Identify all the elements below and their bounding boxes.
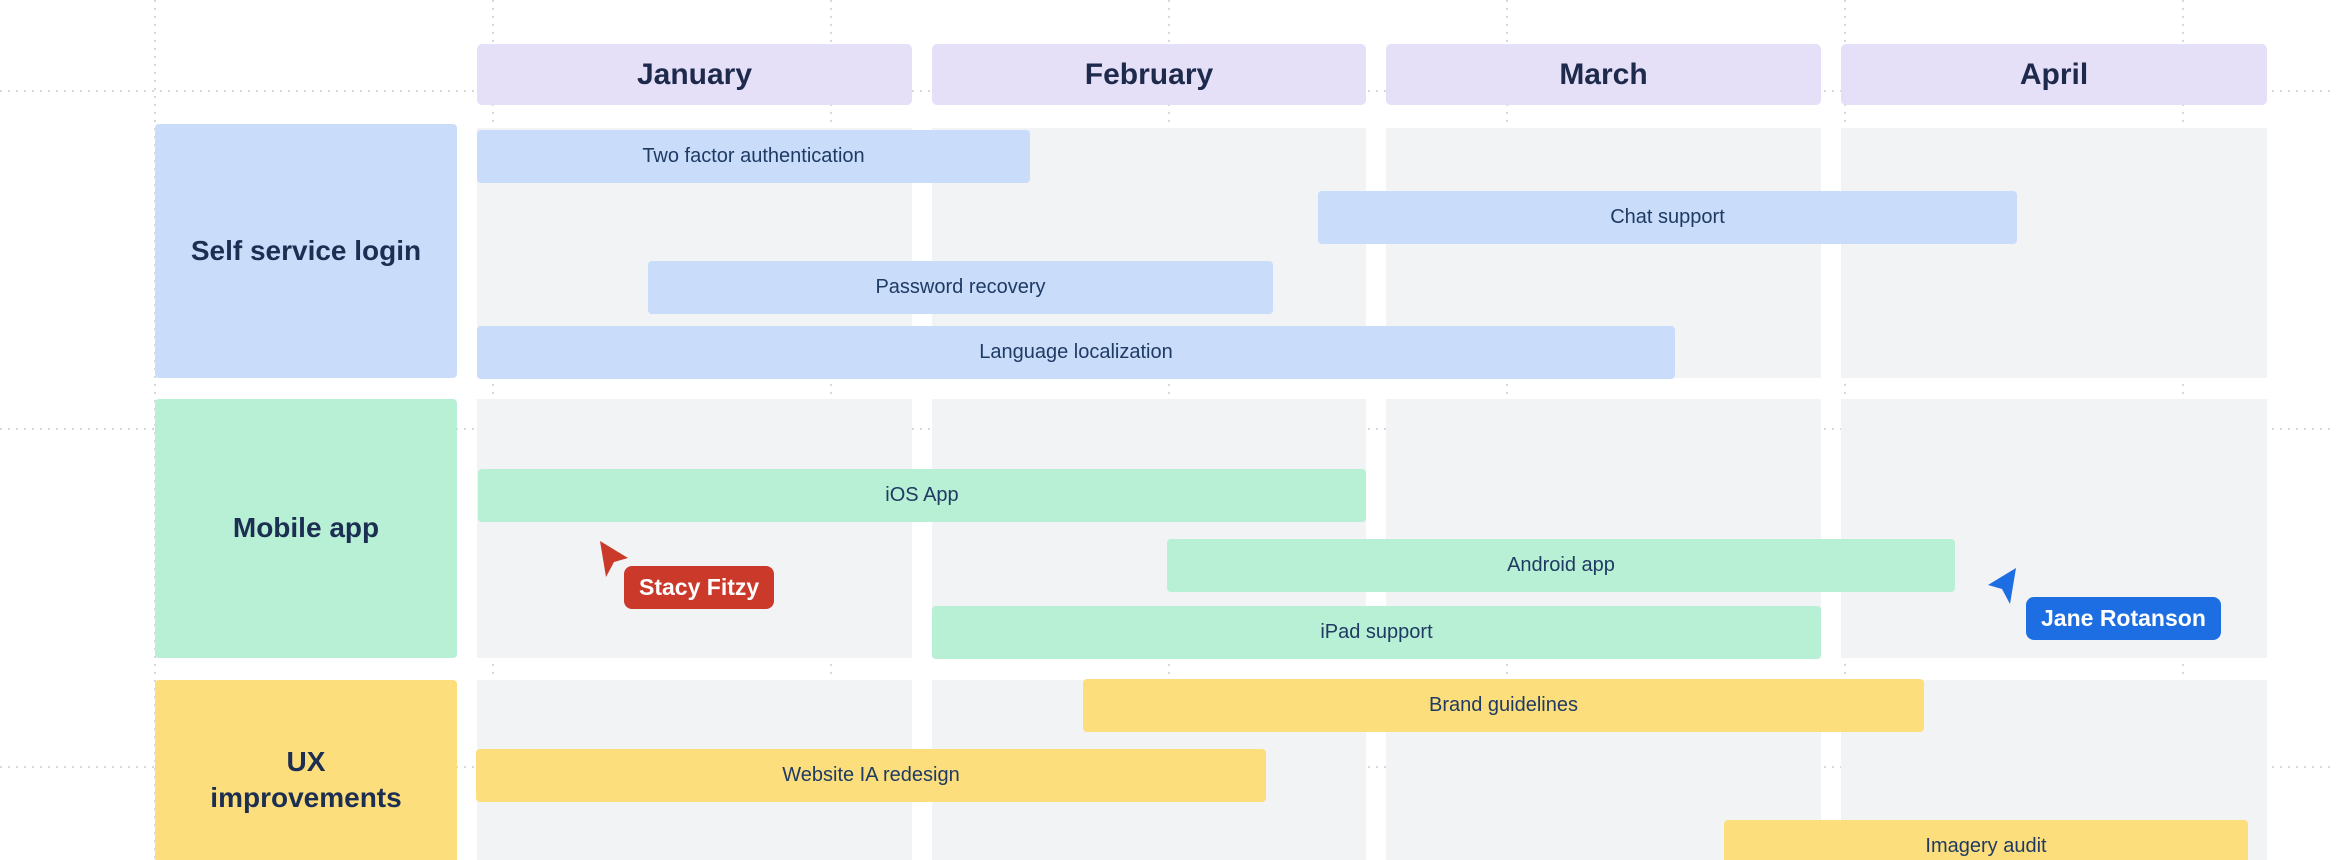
- task-bar-ipad-support[interactable]: iPad support: [932, 606, 1821, 659]
- task-bar-password-recovery[interactable]: Password recovery: [648, 261, 1273, 314]
- task-bar-website-ia-redesign[interactable]: Website IA redesign: [476, 749, 1266, 802]
- month-header-april[interactable]: April: [1841, 44, 2267, 105]
- month-header-february[interactable]: February: [932, 44, 1366, 105]
- task-bar-brand-guidelines[interactable]: Brand guidelines: [1083, 679, 1924, 732]
- task-bar-language-localization[interactable]: Language localization: [477, 326, 1675, 379]
- task-bar-chat-support[interactable]: Chat support: [1318, 191, 2017, 244]
- row-label-ux-improvements[interactable]: UX improvements: [155, 680, 457, 860]
- task-bar-two-factor-authentication[interactable]: Two factor authentication: [477, 130, 1030, 183]
- user-cursor-name-tag: Stacy Fitzy: [624, 566, 775, 609]
- month-header-january[interactable]: January: [477, 44, 912, 105]
- user-cursor-arrow-icon: [1984, 567, 2018, 605]
- task-bar-imagery-audit[interactable]: Imagery audit: [1724, 820, 2248, 860]
- user-cursor-arrow-icon: [598, 540, 632, 578]
- user-cursor-name-tag: Jane Rotanson: [2026, 597, 2221, 640]
- row-label-self-service-login[interactable]: Self service login: [155, 124, 457, 378]
- row-label-mobile-app[interactable]: Mobile app: [155, 399, 457, 658]
- month-header-march[interactable]: March: [1386, 44, 1821, 105]
- timeline-grid-cell: [477, 399, 912, 658]
- task-bar-android-app[interactable]: Android app: [1167, 539, 1955, 592]
- task-bar-ios-app[interactable]: iOS App: [478, 469, 1366, 522]
- timeline-grid-cell: [1841, 128, 2267, 378]
